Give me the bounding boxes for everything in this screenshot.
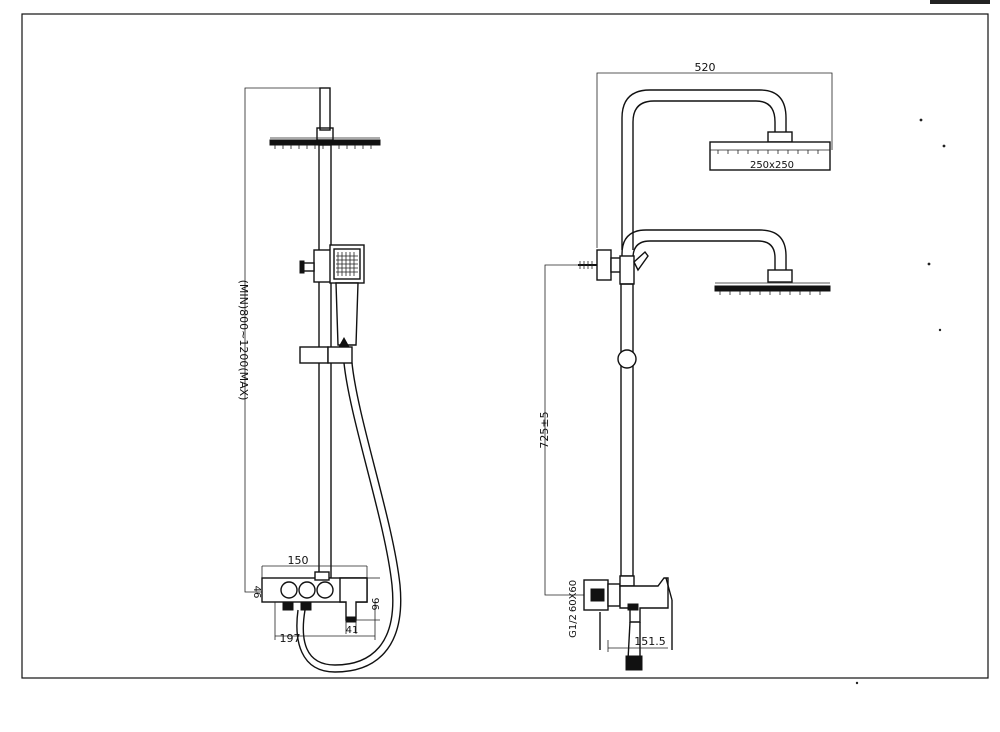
hand-shower [329, 244, 365, 346]
top-offset-label: 46 [251, 586, 262, 599]
slider-knob [617, 349, 637, 369]
upper-arm [621, 89, 787, 250]
height-dimension-line [244, 87, 325, 593]
drawing-border [21, 13, 989, 679]
valve-projection-label: 151.5 [634, 635, 666, 648]
inlet-height-label: 725±5 [538, 411, 551, 448]
head-size-label: 250x250 [750, 160, 794, 171]
valve-side [583, 575, 673, 671]
lower-arm [621, 229, 787, 270]
height-range-label: (MIN)800~1200(MAX) [237, 280, 250, 401]
diverter-lever [633, 250, 649, 272]
arm-reach-dimension-line [596, 72, 833, 248]
diverter-body [619, 255, 635, 285]
arm-reach-label: 520 [695, 61, 716, 74]
mixer-valve [261, 571, 368, 623]
front-view: (MIN)800~1200(MAX) [237, 87, 402, 673]
top-riser [319, 87, 331, 131]
inlet-height-dimension-line [544, 264, 595, 596]
flange-size-label: 60X60 [568, 580, 579, 612]
hand-shower-hose [302, 362, 394, 666]
overhead-shower-head [269, 137, 381, 149]
spout-width-label: 41 [346, 625, 359, 636]
upper-head-connector [767, 131, 793, 143]
hand-shower-hose-inner [296, 362, 402, 673]
scan-specks [855, 0, 990, 685]
rail-slider [299, 336, 353, 364]
side-view: 520 250x250 [538, 61, 833, 671]
valve-width-label: 150 [288, 554, 309, 567]
lower-shower-head [714, 282, 831, 295]
spout-drop-label: 96 [369, 598, 380, 611]
upper-shower-head [709, 141, 831, 171]
valve-depth-label: 197 [280, 632, 301, 645]
side-rail [620, 283, 634, 577]
wall-bracket [578, 249, 624, 281]
lower-head-connector [767, 269, 793, 283]
thread-label: G1/2 [568, 614, 579, 638]
